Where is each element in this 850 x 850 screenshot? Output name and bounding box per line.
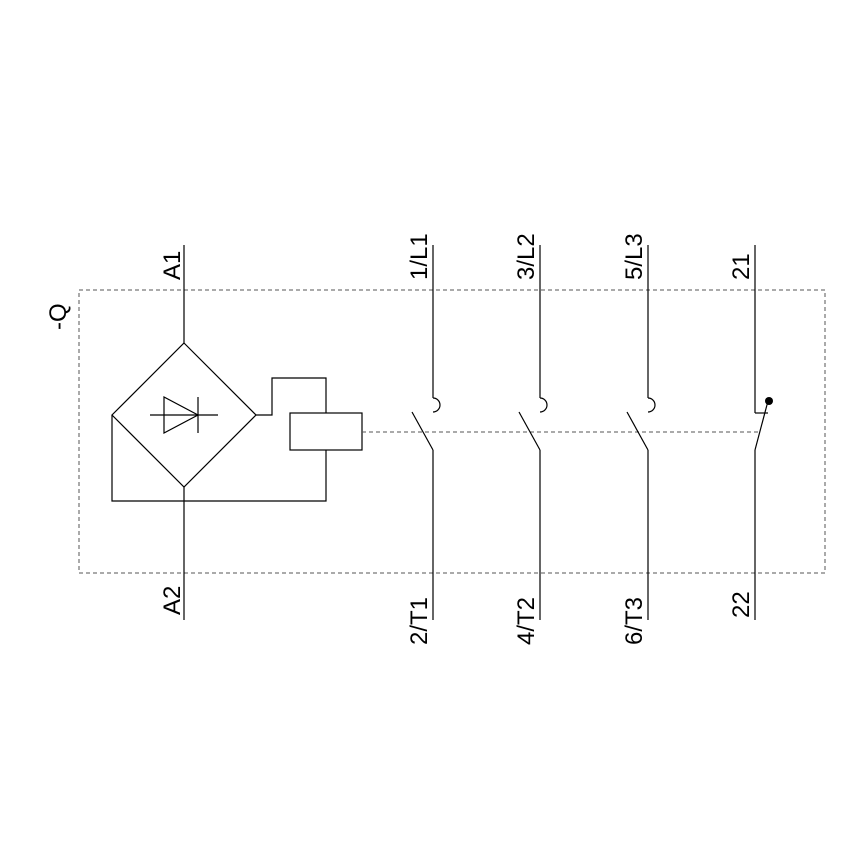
diode-icon (150, 396, 218, 434)
terminal-5-l3-label: 5/L3 (621, 233, 648, 280)
terminal-22-label: 22 (728, 591, 755, 618)
auxiliary-nc-contact (754, 245, 773, 620)
terminal-a1-label: A1 (159, 251, 186, 280)
coil-box (289, 412, 363, 451)
main-contact-l3 (626, 245, 656, 620)
coil-rectifier-circuit (111, 245, 363, 620)
contact-point-icon (765, 397, 773, 405)
main-contact-l1 (411, 245, 441, 620)
device-enclosure (78, 289, 826, 574)
terminal-3-l2-label: 3/L2 (513, 233, 540, 280)
terminal-21-label: 21 (728, 253, 755, 280)
device-designation: -Q (45, 303, 72, 330)
terminal-1-l1-label: 1/L1 (406, 233, 433, 280)
main-contact-l2 (518, 245, 548, 620)
coil-return-wire (111, 415, 327, 502)
rectifier-bridge (111, 342, 257, 488)
terminal-4-t2-label: 4/T2 (513, 597, 540, 645)
terminal-a2-label: A2 (159, 586, 186, 615)
terminal-2-t1-label: 2/T1 (406, 597, 433, 645)
coil-feed-wire (256, 377, 327, 416)
terminal-6-t3-label: 6/T3 (621, 597, 648, 645)
